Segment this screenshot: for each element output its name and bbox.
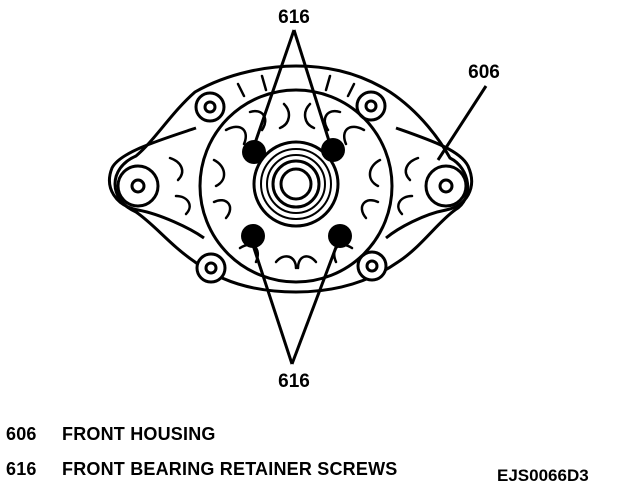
inner-housing-ring <box>198 88 394 284</box>
figure-code: EJS0066D3 <box>497 466 589 485</box>
retainer-screws <box>241 138 352 248</box>
leader-top-right <box>292 29 332 145</box>
callout-616-top: 616 <box>278 7 310 28</box>
leader-lines <box>250 29 488 365</box>
cooling-ribs <box>168 74 420 270</box>
legend-number: 616 <box>6 459 37 479</box>
leader-bottom-left <box>250 241 294 365</box>
retainer-screw-upper-right <box>321 138 345 162</box>
legend-row-front-housing: 606 FRONT HOUSING <box>6 424 216 445</box>
retainer-screw-lower-left <box>241 224 265 248</box>
leader-front-housing <box>436 85 488 161</box>
left-mounting-ear <box>108 126 205 240</box>
housing-outline <box>113 64 470 294</box>
leader-top-left <box>252 29 296 147</box>
leader-bottom-right <box>290 241 340 365</box>
corner-bosses <box>194 90 388 284</box>
callout-606: 606 <box>468 62 500 83</box>
legend-number: 606 <box>6 424 37 444</box>
callout-616-bottom: 616 <box>278 371 310 392</box>
legend-row-retainer-screws: 616 FRONT BEARING RETAINER SCREWS <box>6 459 397 480</box>
right-mounting-ear <box>385 126 474 240</box>
legend-description: FRONT HOUSING <box>62 424 216 444</box>
front-bearing <box>252 140 340 228</box>
retainer-screw-upper-left <box>242 140 266 164</box>
retainer-screw-lower-right <box>328 224 352 248</box>
legend-description: FRONT BEARING RETAINER SCREWS <box>62 459 398 479</box>
